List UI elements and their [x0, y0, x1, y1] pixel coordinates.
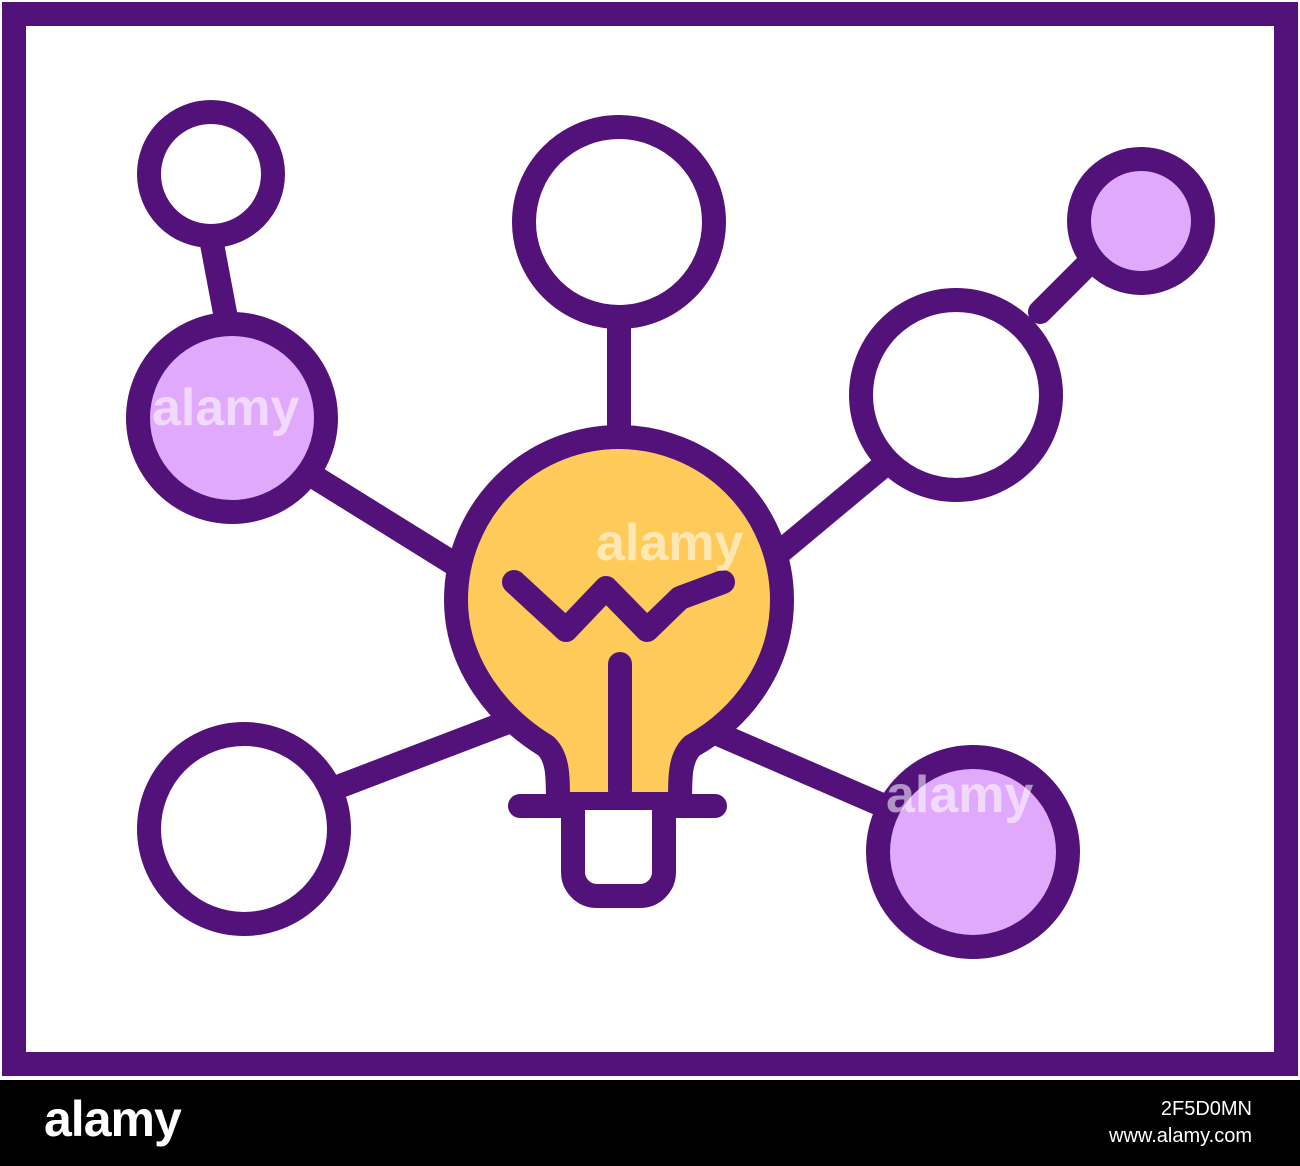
node-small-top-left: [137, 100, 285, 248]
idea-network-illustration: alamy alamy alamy: [2, 2, 1298, 1076]
watermark-text: alamy: [152, 379, 300, 437]
connector-line: [304, 466, 468, 577]
connector-line: [1028, 250, 1102, 324]
image-meta: 2F5D0MN www.alamy.com: [1109, 1096, 1252, 1150]
node-bottom-right: [866, 745, 1080, 959]
node-top-center: [512, 115, 726, 329]
node-small-top-right: [1067, 147, 1215, 295]
watermark-layer: alamy alamy alamy: [152, 379, 1034, 824]
connector-line: [706, 722, 894, 817]
site-link[interactable]: www.alamy.com: [1109, 1125, 1252, 1147]
bulb-filament: [502, 570, 735, 642]
connector-line: [318, 710, 520, 802]
node-large-left: [126, 312, 338, 524]
watermark-text: alamy: [886, 766, 1034, 824]
node-right: [849, 288, 1063, 502]
connector-line: [200, 232, 238, 330]
stock-footer-bar: alamy 2F5D0MN www.alamy.com: [0, 1080, 1300, 1166]
connector-line: [768, 450, 900, 564]
node-bottom-left: [137, 722, 351, 936]
alamy-logo: alamy: [44, 1091, 182, 1147]
lightbulb-icon: [444, 425, 794, 908]
image-id: 2F5D0MN: [1160, 1098, 1252, 1120]
bulb-base: [561, 798, 676, 908]
watermark-text: alamy: [596, 514, 744, 572]
bulb-glass: [444, 425, 794, 816]
